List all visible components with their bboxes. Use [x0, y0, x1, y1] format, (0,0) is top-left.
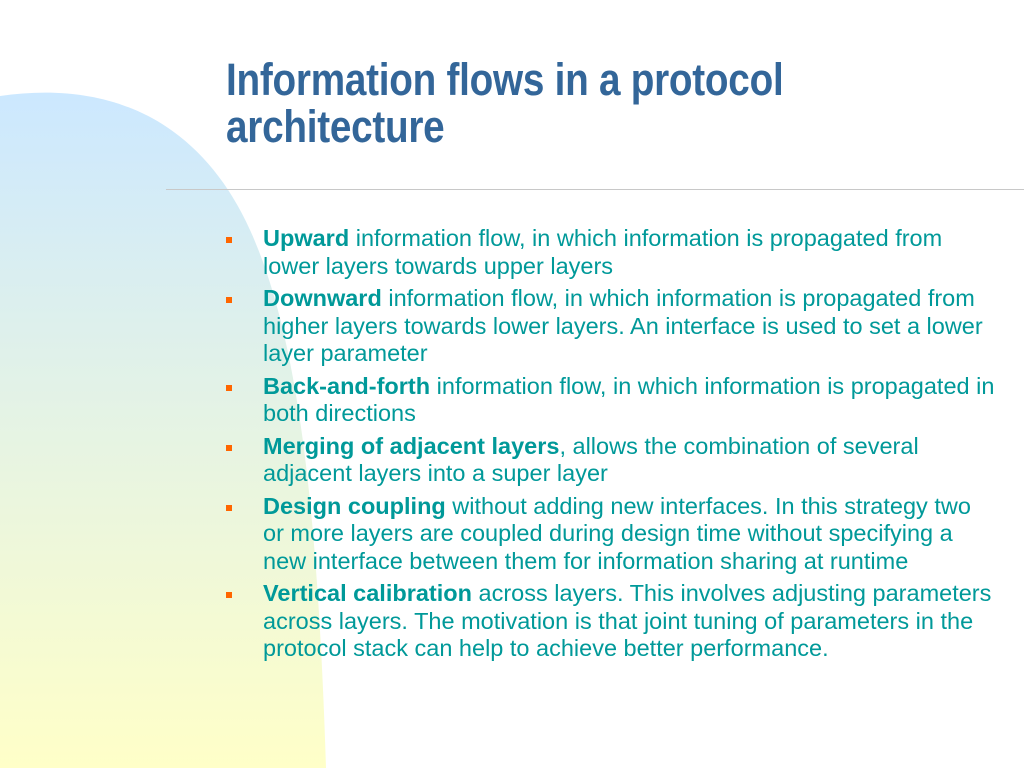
bullet-term: Downward	[263, 285, 382, 311]
bullet-item: Back-and-forth information flow, in whic…	[226, 373, 996, 428]
bullet-term: Merging of adjacent layers	[263, 432, 560, 459]
bullet-text: information flow, in which information i…	[263, 225, 943, 279]
square-bullet-icon	[226, 384, 232, 391]
square-bullet-icon	[226, 297, 232, 303]
bullet-text: across layers. This involves adjusting p…	[263, 580, 992, 661]
square-bullet-icon	[226, 504, 232, 511]
bullet-term: Upward	[263, 225, 350, 251]
bullet-term: Design coupling	[263, 492, 446, 519]
bullet-text: , allows the combination of several adja…	[263, 432, 919, 487]
slide-title: Information flows in a protocol architec…	[226, 54, 784, 152]
bullet-term: Back-and-forth	[263, 372, 431, 399]
square-bullet-icon	[226, 592, 232, 598]
bullet-item: Design coupling without adding new inter…	[226, 493, 996, 576]
bullet-item: Upward information flow, in which inform…	[226, 225, 996, 280]
bullet-item: Downward information flow, in which info…	[226, 285, 996, 368]
square-bullet-icon	[226, 237, 232, 243]
bullet-text: without adding new interfaces. In this s…	[263, 492, 971, 574]
bullet-list: Upward information flow, in which inform…	[226, 225, 996, 668]
bullet-term: Vertical calibration	[263, 580, 472, 606]
bullet-item: Merging of adjacent layers, allows the c…	[226, 433, 996, 488]
bullet-text: information flow, in which information i…	[263, 285, 983, 366]
bullet-text: information flow, in which information i…	[263, 372, 995, 427]
bullet-item: Vertical calibration across layers. This…	[226, 580, 996, 663]
square-bullet-icon	[226, 444, 232, 451]
title-divider	[166, 189, 1024, 190]
